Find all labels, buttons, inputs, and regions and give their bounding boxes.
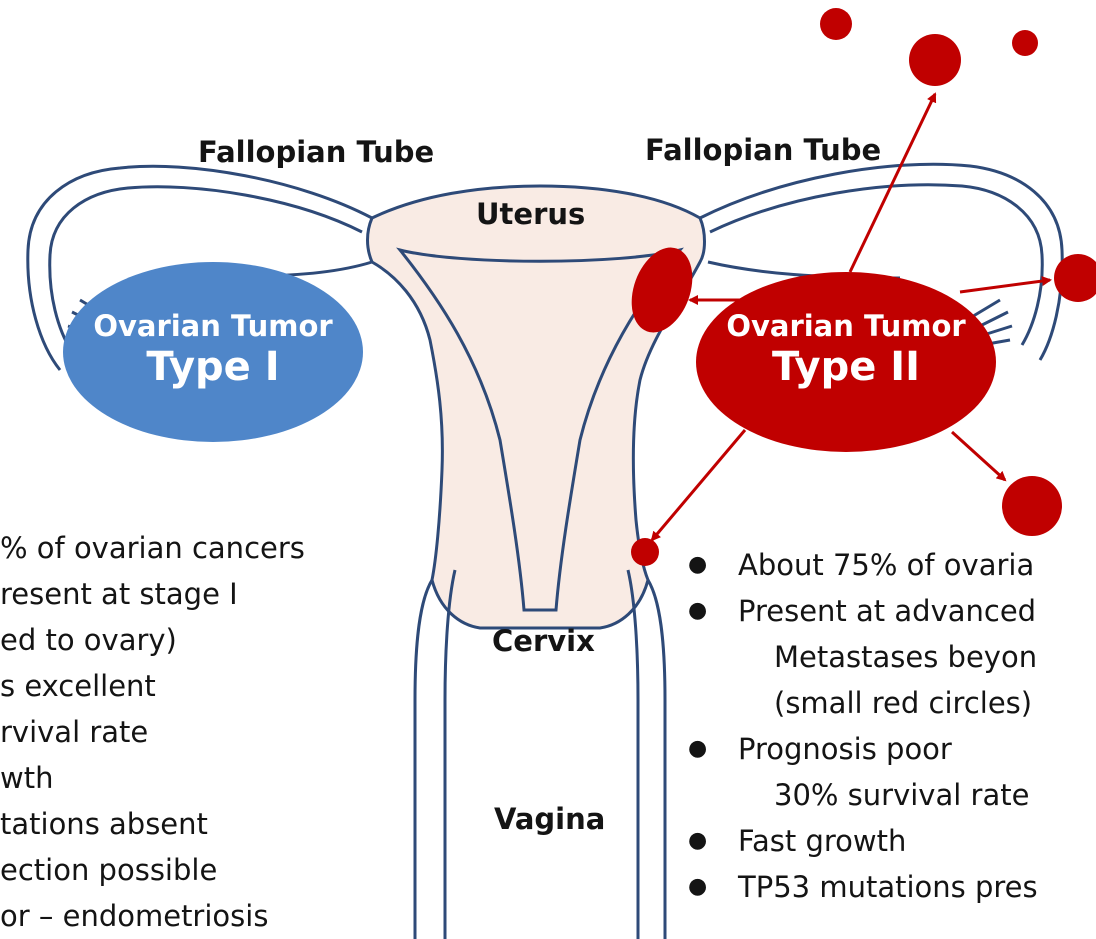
bullet-icon: ● xyxy=(688,588,707,634)
type1-feature-list: % of ovarian cancers resent at stage I e… xyxy=(0,525,305,939)
uterus-label: Uterus xyxy=(476,197,585,231)
bullet-icon: ● xyxy=(688,818,707,864)
fallopian-tube-right-label: Fallopian Tube xyxy=(645,133,881,167)
tumor-type1-title: Type I xyxy=(146,344,279,390)
list-item: ection possible xyxy=(0,847,305,893)
metastasis-dot xyxy=(1002,476,1062,536)
list-item: (small red circles) xyxy=(738,680,1038,726)
bullet-icon: ● xyxy=(688,542,707,588)
list-item: rvival rate xyxy=(0,709,305,755)
list-item: ●Prognosis poor xyxy=(738,726,1038,772)
bullet-icon: ● xyxy=(688,864,707,910)
metastasis-dot xyxy=(909,34,961,86)
list-item: resent at stage I xyxy=(0,571,305,617)
list-item: ●TP53 mutations pres xyxy=(738,864,1038,910)
vagina-label: Vagina xyxy=(494,802,605,836)
list-item: 30% survival rate xyxy=(738,772,1038,818)
list-item: ●About 75% of ovaria xyxy=(738,542,1038,588)
list-item: ●Fast growth xyxy=(738,818,1038,864)
list-item: or – endometriosis xyxy=(0,893,305,939)
list-item: wth xyxy=(0,755,305,801)
metastasis-dot xyxy=(820,8,852,40)
cervix-label: Cervix xyxy=(492,624,595,658)
bullet-icon: ● xyxy=(688,726,707,772)
list-item: ed to ovary) xyxy=(0,617,305,663)
metastasis-dot xyxy=(631,538,659,566)
fallopian-tube-left-label: Fallopian Tube xyxy=(198,135,434,169)
type2-feature-list: ●About 75% of ovaria ●Present at advance… xyxy=(738,542,1038,910)
tumor-type2-title: Type II xyxy=(772,344,920,390)
list-item: % of ovarian cancers xyxy=(0,525,305,571)
list-item: tations absent xyxy=(0,801,305,847)
list-item: ●Present at advanced xyxy=(738,588,1038,634)
tumor-type2-subtitle: Ovarian Tumor xyxy=(726,309,966,343)
tumor-type1-subtitle: Ovarian Tumor xyxy=(93,309,333,343)
metastasis-dot xyxy=(1012,30,1038,56)
list-item: s excellent xyxy=(0,663,305,709)
list-item: Metastases beyon xyxy=(738,634,1038,680)
